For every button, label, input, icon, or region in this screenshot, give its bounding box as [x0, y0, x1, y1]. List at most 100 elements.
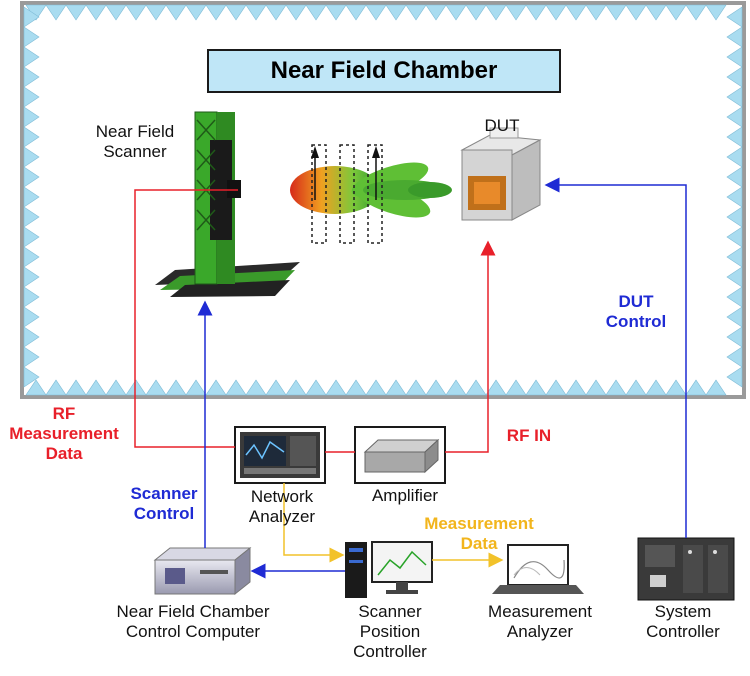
absorber-cone-top	[625, 4, 647, 21]
absorber-cone-left	[23, 166, 40, 188]
absorber-cone-right	[726, 66, 743, 88]
absorber-cone-top	[305, 4, 327, 21]
absorber-cone-left	[23, 286, 40, 308]
absorber-cone-top	[125, 4, 147, 21]
absorber-cone-left	[23, 6, 40, 28]
measurement-analyzer-image	[492, 544, 584, 594]
absorber-cone-top	[365, 4, 387, 21]
control-computer-image	[153, 546, 252, 596]
absorber-cone-bottom	[565, 379, 587, 396]
system-controller-image	[637, 537, 735, 601]
absorber-cone-bottom	[265, 379, 287, 396]
absorber-cone-bottom	[25, 379, 47, 396]
absorber-cone-right	[726, 366, 743, 388]
absorber-cone-top	[705, 4, 727, 21]
position-controller-image	[345, 541, 433, 598]
near-field-scanner-image	[155, 111, 300, 297]
absorber-cone-bottom	[125, 379, 147, 396]
chamber-title: Near Field Chamber	[207, 49, 561, 93]
absorber-cone-bottom	[445, 379, 467, 396]
absorber-cone-bottom	[145, 379, 167, 396]
na-to-controller-line	[283, 483, 345, 563]
absorber-cone-top	[605, 4, 627, 21]
absorber-cone-bottom	[245, 379, 267, 396]
absorber-cones	[23, 4, 743, 396]
absorber-cone-top	[85, 4, 107, 21]
absorber-cone-bottom	[225, 379, 247, 396]
absorber-cone-top	[205, 4, 227, 21]
absorber-cone-left	[23, 326, 40, 348]
system-controller-label: System Controller	[646, 602, 720, 642]
measurement-analyzer-label: Measurement Analyzer	[488, 602, 592, 642]
absorber-cone-top	[525, 4, 547, 21]
network-analyzer-label: Network Analyzer	[248, 487, 316, 527]
absorber-cone-right	[726, 266, 743, 288]
absorber-cone-top	[405, 4, 427, 21]
amplifier-image	[354, 426, 446, 484]
rf-measurement-line	[134, 189, 238, 448]
absorber-cone-left	[23, 26, 40, 48]
amplifier-label: Amplifier	[371, 486, 439, 505]
absorber-cone-top	[105, 4, 127, 21]
absorber-cone-bottom	[305, 379, 327, 396]
absorber-cone-bottom	[385, 379, 407, 396]
absorber-cone-bottom	[405, 379, 427, 396]
absorber-cone-right	[726, 346, 743, 368]
absorber-cone-bottom	[365, 379, 387, 396]
absorber-cone-right	[726, 326, 743, 348]
scanner-label: Near Field Scanner	[95, 122, 175, 162]
absorber-cone-top	[165, 4, 187, 21]
control-computer-label: Near Field Chamber Control Computer	[116, 602, 270, 642]
absorber-cone-top	[245, 4, 267, 21]
absorber-cone-bottom	[465, 379, 487, 396]
absorber-cone-bottom	[65, 379, 87, 396]
absorber-cone-top	[385, 4, 407, 21]
absorber-cone-top	[425, 4, 447, 21]
position-controller-label: Scanner Position Controller	[353, 602, 427, 662]
absorber-cone-left	[23, 226, 40, 248]
absorber-cone-bottom	[605, 379, 627, 396]
radiation-pattern-image	[290, 144, 452, 244]
absorber-cone-top	[225, 4, 247, 21]
dut-image	[460, 127, 542, 221]
network-analyzer-image	[234, 426, 326, 484]
absorber-cone-top	[665, 4, 687, 21]
absorber-cone-right	[726, 146, 743, 168]
absorber-cone-bottom	[505, 379, 527, 396]
absorber-cone-top	[185, 4, 207, 21]
rf-measurement-label: RF Measurement Data	[9, 404, 119, 464]
absorber-cone-top	[65, 4, 87, 21]
absorber-cone-right	[726, 226, 743, 248]
measurement-data-label: Measurement Data	[424, 514, 534, 554]
dut-label: DUT	[484, 116, 520, 135]
scanner-control-label: Scanner Control	[130, 484, 198, 524]
absorber-cone-bottom	[485, 379, 507, 396]
absorber-cone-bottom	[105, 379, 127, 396]
absorber-cone-left	[23, 86, 40, 108]
absorber-cone-bottom	[645, 379, 667, 396]
absorber-cone-bottom	[45, 379, 67, 396]
absorber-cone-top	[485, 4, 507, 21]
absorber-cone-right	[726, 186, 743, 208]
absorber-cone-bottom	[705, 379, 727, 396]
dut-control-line	[544, 177, 687, 538]
absorber-cone-left	[23, 266, 40, 288]
absorber-cone-top	[565, 4, 587, 21]
rf-in-line	[445, 240, 496, 453]
rf-in-label: RF IN	[506, 426, 552, 445]
absorber-cone-top	[345, 4, 367, 21]
absorber-cone-top	[545, 4, 567, 21]
absorber-cone-bottom	[345, 379, 367, 396]
absorber-cone-bottom	[85, 379, 107, 396]
absorber-cone-left	[23, 46, 40, 68]
absorber-cone-left	[23, 106, 40, 128]
absorber-cone-top	[505, 4, 527, 21]
absorber-cone-right	[726, 106, 743, 128]
absorber-cone-bottom	[625, 379, 647, 396]
absorber-cone-left	[23, 206, 40, 228]
absorber-cone-right	[726, 6, 743, 28]
absorber-cone-right	[726, 26, 743, 48]
absorber-cone-left	[23, 66, 40, 88]
